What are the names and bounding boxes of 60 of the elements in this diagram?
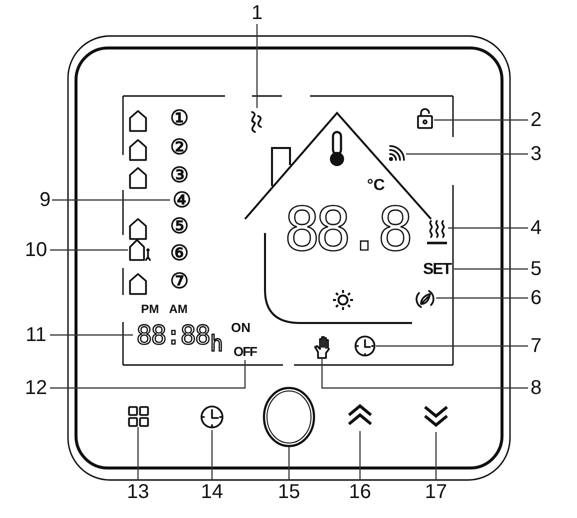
house-icon: [128, 237, 152, 262]
wifi-icon: [388, 144, 406, 162]
callout-number: 12: [22, 376, 50, 400]
leader-line: [376, 345, 528, 347]
callout-number: 2: [528, 108, 544, 132]
callout-number: 5: [528, 257, 544, 281]
callout-number: 4: [528, 216, 544, 240]
callout-number: 8: [528, 376, 544, 400]
mode-number: ⑥: [170, 243, 189, 264]
unit-label: °C: [367, 178, 385, 194]
mode-number: ②: [170, 137, 189, 158]
leader-line: [50, 360, 246, 389]
callout-number: 1: [250, 2, 264, 24]
mode-number: ⑦: [170, 271, 189, 292]
leader-line: [406, 153, 528, 155]
clock-icon: [354, 335, 376, 357]
leaf-icon: [414, 287, 436, 310]
leader-line: [359, 431, 361, 480]
clock-icon: [200, 404, 224, 430]
hour-unit: h: [210, 334, 224, 356]
heating-icon: [426, 219, 448, 245]
set-indicator: SET: [420, 261, 454, 278]
leader-line: [321, 359, 528, 389]
callout-number: 17: [422, 480, 450, 504]
mode-number: ⑤: [170, 216, 189, 237]
leader-line: [52, 199, 170, 201]
grid-icon: [128, 406, 149, 427]
hand-icon: [313, 335, 331, 359]
period-label: PM: [141, 303, 159, 315]
mode-number: ①: [170, 108, 189, 129]
leader-line: [50, 334, 133, 336]
callout-number: 14: [198, 480, 226, 504]
callout-number: 13: [124, 480, 152, 504]
leader-line: [50, 249, 128, 251]
callout-number: 16: [346, 480, 374, 504]
leader-line: [454, 268, 528, 270]
callout-number: 3: [528, 142, 544, 166]
leader-line: [434, 119, 528, 121]
callout-number: 6: [528, 286, 544, 310]
round-button: [263, 387, 315, 447]
clock-digits: 88:88: [133, 320, 213, 352]
status-label: OFF: [231, 343, 259, 360]
callout-number: 9: [38, 188, 52, 212]
leader-line: [288, 447, 290, 480]
leader-line: [211, 430, 213, 480]
lock-icon: [416, 107, 434, 129]
mode-number: ③: [170, 165, 189, 186]
leader-line: [137, 427, 139, 480]
period-label: AM: [169, 303, 188, 315]
status-label: ON: [231, 321, 250, 334]
callout-number: 10: [22, 238, 50, 262]
leader-line: [448, 227, 528, 229]
callout-number: 15: [275, 480, 303, 504]
callout-number: 7: [528, 334, 544, 358]
mode-number: ④: [170, 189, 194, 211]
leader-line: [435, 432, 437, 480]
temperature-digits: 88.8: [284, 200, 408, 260]
leader-line: [256, 24, 258, 108]
leader-line: [436, 297, 528, 299]
callout-number: 11: [22, 323, 50, 347]
